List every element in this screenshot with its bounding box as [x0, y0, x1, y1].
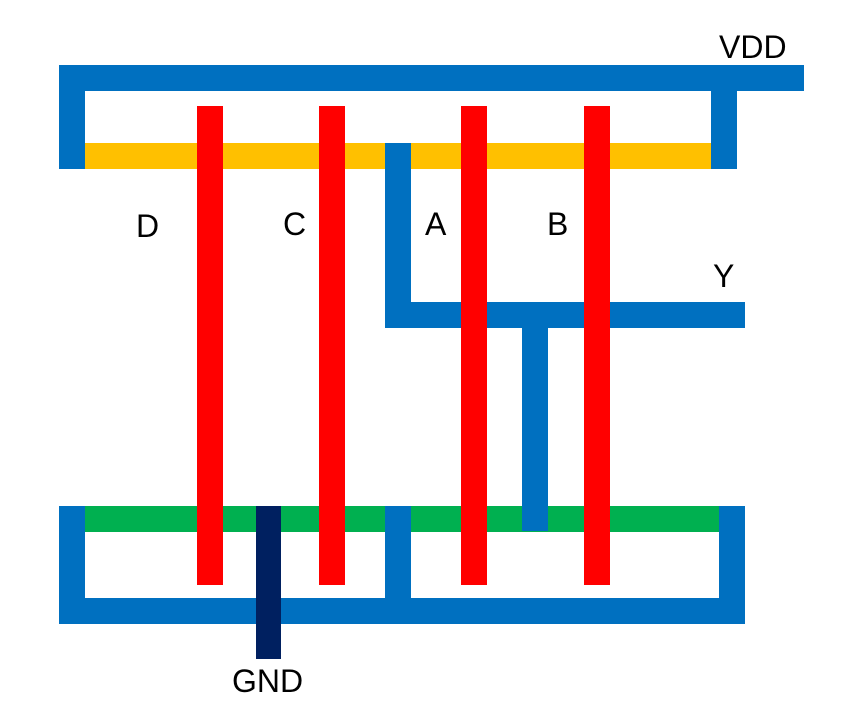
input-b-label: B	[547, 206, 568, 242]
input-a-label: A	[425, 206, 447, 242]
output-y-label: Y	[713, 258, 734, 294]
input-d-label: D	[136, 208, 159, 244]
input-c-label: C	[283, 206, 306, 242]
poly-gate-c	[319, 106, 345, 585]
vdd-rail	[59, 65, 804, 169]
vdd-label: VDD	[719, 29, 787, 65]
poly-gate-b	[584, 106, 610, 585]
poly-gate-a	[461, 106, 487, 585]
gnd-rail	[59, 506, 745, 624]
gnd-contact	[256, 506, 281, 659]
gnd-label: GND	[232, 663, 303, 699]
poly-gate-d	[197, 106, 223, 585]
output-y-net	[385, 143, 745, 531]
